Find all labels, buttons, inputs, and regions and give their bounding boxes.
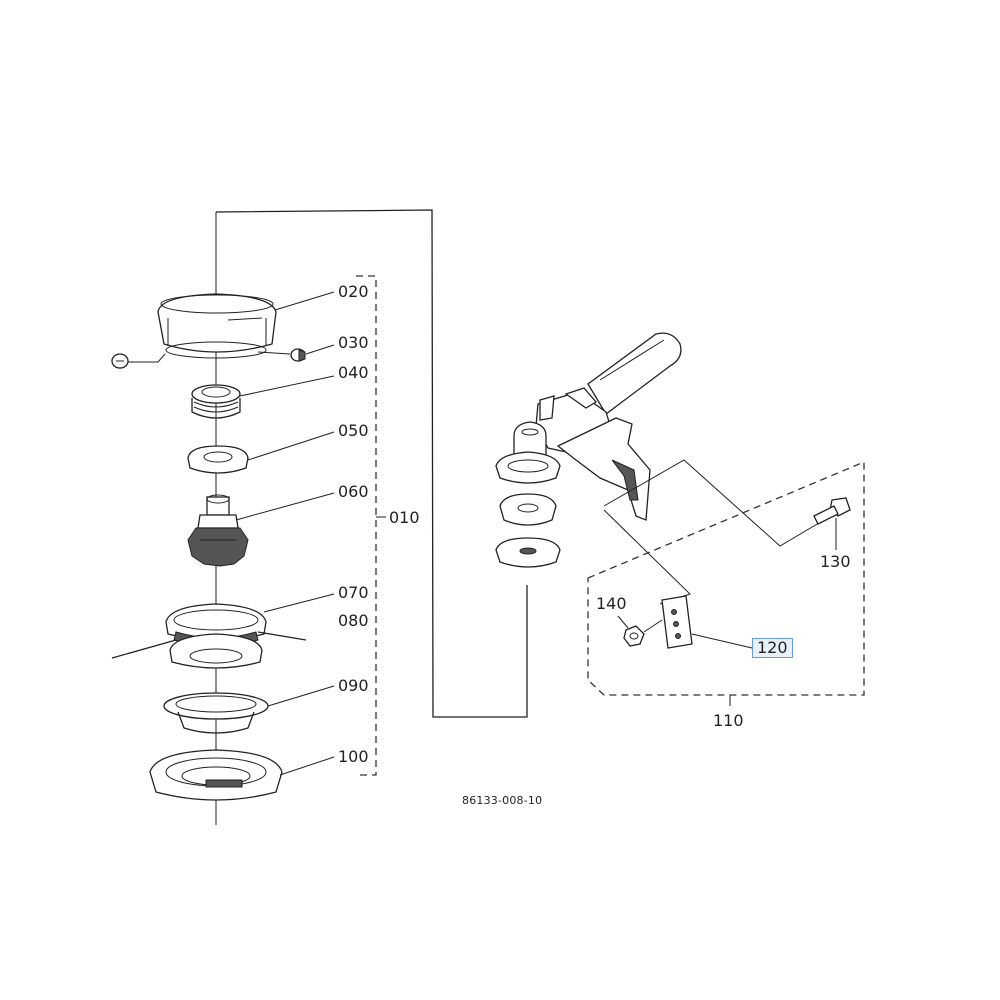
part-120-plate: [661, 595, 753, 649]
part-130-bolt: [813, 497, 851, 550]
part-020-cover: [157, 293, 277, 359]
label-110: 110: [713, 711, 744, 730]
assembly-connector-line: [215, 209, 528, 718]
label-030: 030: [338, 333, 369, 352]
part-050-washer: [187, 445, 249, 474]
label-070: 070: [338, 583, 369, 602]
connector-130: [603, 459, 825, 547]
part-100-base: [149, 749, 283, 801]
label-120-highlighted[interactable]: 120: [752, 638, 793, 658]
label-010: 010: [389, 508, 420, 527]
gear-head-assembly: [495, 332, 682, 521]
label-020: 020: [338, 282, 369, 301]
label-060: 060: [338, 482, 369, 501]
label-090: 090: [338, 676, 369, 695]
head-washers: [495, 493, 561, 568]
part-030-clips: [111, 348, 306, 369]
part-070-080-spool: [111, 603, 307, 669]
connector-120: [603, 509, 691, 605]
label-100: 100: [338, 747, 369, 766]
part-140-nut: [617, 615, 663, 647]
drawing-code: 86133-008-10: [462, 794, 543, 807]
label-040: 040: [338, 363, 369, 382]
label-130: 130: [820, 552, 851, 571]
label-050: 050: [338, 421, 369, 440]
part-040-spring: [191, 384, 241, 419]
label-080: 080: [338, 611, 369, 630]
label-140: 140: [596, 594, 627, 613]
bracket-010: [356, 275, 377, 776]
leader-lines-left: [235, 291, 335, 776]
bracket-110: [587, 461, 865, 696]
part-060-hub: [187, 494, 249, 567]
